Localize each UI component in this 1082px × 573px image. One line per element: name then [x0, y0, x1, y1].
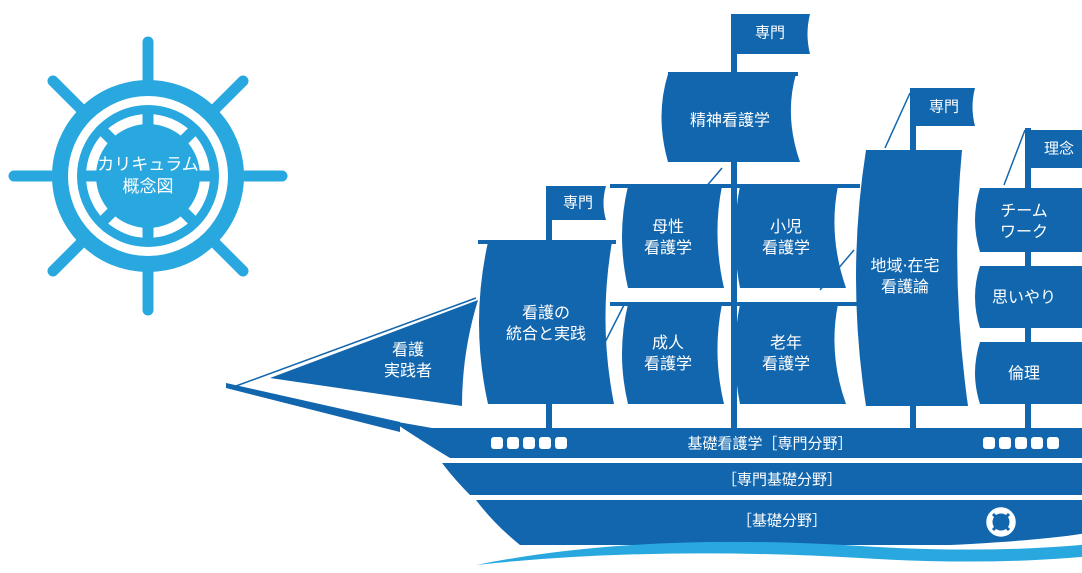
- sail-ethics-label: 倫理: [1008, 363, 1040, 384]
- sail-compassion: [975, 266, 1082, 328]
- sail-geriatric: [735, 304, 846, 404]
- hull-bottom-band: [476, 500, 1082, 545]
- porthole-icon: [491, 437, 1059, 449]
- sails: [270, 74, 1082, 406]
- flag-left-label: 専門: [562, 193, 594, 212]
- sail-geriatric-label: 老年 看護学: [762, 332, 810, 374]
- sail-jib-line2: 実践者: [383, 361, 433, 380]
- sail-maternal-line1: 母性: [651, 217, 685, 236]
- wheel-label: カリキュラム 概念図: [97, 154, 199, 198]
- sail-community-line2: 看護論: [880, 277, 929, 296]
- sail-maternal-label: 母性 看護学: [644, 216, 692, 258]
- sail-geriatric-line1: 老年: [769, 333, 803, 352]
- sail-jib-label: 看護 実践者: [384, 339, 432, 381]
- sail-maternal: [622, 186, 724, 288]
- sail-integration: [479, 242, 614, 404]
- sail-adult-line2: 看護学: [643, 354, 693, 373]
- sail-community: [856, 150, 968, 406]
- sail-community-line1: 地域·在宅: [870, 256, 940, 275]
- sail-ethics-line1: 倫理: [1007, 363, 1041, 383]
- sail-teamwork-line2: ワーク: [999, 222, 1049, 241]
- sail-pediatric-line1: 小児: [769, 217, 803, 236]
- sail-integration-line2: 統合と実践: [505, 324, 587, 343]
- sail-pediatric-line2: 看護学: [761, 238, 811, 257]
- flag-center-right: [916, 88, 975, 126]
- wheel-label-line1: カリキュラム: [97, 155, 199, 175]
- sail-teamwork-line1: チーム: [1000, 201, 1048, 220]
- sail-compassion-line1: 思いやり: [991, 287, 1057, 307]
- flags: [552, 14, 1082, 220]
- sail-adult: [622, 304, 724, 404]
- sail-jib-line1: 看護: [391, 340, 425, 359]
- sail-pediatric: [735, 186, 846, 288]
- sail-geriatric-line2: 看護学: [761, 354, 811, 373]
- sail-psychiatric: [661, 74, 800, 162]
- flag-right: [1031, 130, 1082, 168]
- sail-teamwork-label: チーム ワーク: [1000, 200, 1048, 242]
- flag-main: [737, 14, 810, 54]
- sail-jib: [270, 300, 478, 406]
- hull-deck-label: 基礎看護学［専門分野］: [687, 434, 853, 453]
- sail-psychiatric-line1: 精神看護学: [689, 110, 771, 130]
- sail-maternal-line2: 看護学: [643, 238, 693, 257]
- ships-wheel-icon: [8, 36, 288, 316]
- sail-integration-line1: 看護の: [521, 303, 571, 322]
- lifebuoy-icon: [986, 507, 1016, 537]
- sail-ethics: [975, 342, 1082, 404]
- hull-middle-label: ［専門基礎分野］: [721, 470, 843, 489]
- flag-center-right-label: 専門: [928, 97, 960, 116]
- hull-middle-band: [442, 463, 1082, 495]
- flag-right-label: 理念: [1043, 139, 1075, 158]
- sail-pediatric-label: 小児 看護学: [762, 216, 810, 258]
- flag-left: [552, 186, 606, 220]
- sail-psychiatric-label: 精神看護学: [690, 110, 770, 131]
- wave: [476, 541, 1082, 565]
- sail-community-label: 地域·在宅 看護論: [870, 255, 939, 297]
- flag-main-label: 専門: [754, 23, 786, 42]
- hull-bottom-label: ［基礎分野］: [736, 511, 828, 530]
- sail-adult-label: 成人 看護学: [644, 332, 692, 374]
- bowsprit: [226, 92, 1026, 432]
- sail-compassion-label: 思いやり: [992, 287, 1056, 308]
- sail-adult-line1: 成人: [651, 333, 685, 352]
- sail-integration-label: 看護の 統合と実践: [506, 302, 586, 344]
- wheel-label-line2: 概念図: [122, 177, 174, 197]
- sail-teamwork: [975, 188, 1082, 252]
